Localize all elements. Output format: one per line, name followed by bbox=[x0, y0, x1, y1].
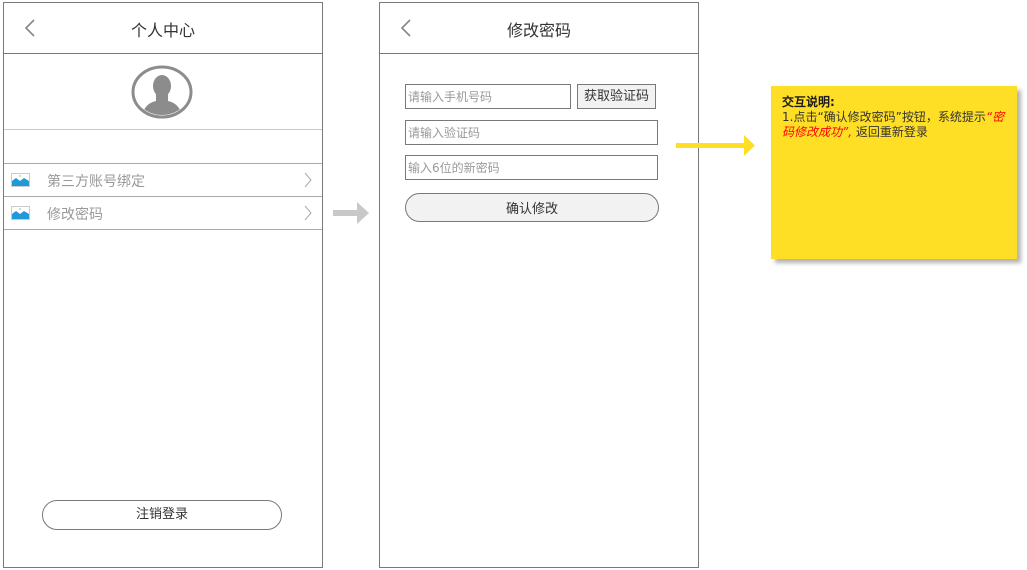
user-avatar-icon[interactable] bbox=[131, 65, 193, 119]
image-icon bbox=[11, 206, 30, 220]
phone-input[interactable] bbox=[405, 84, 571, 109]
divider bbox=[4, 129, 322, 130]
page-title: 个人中心 bbox=[130, 21, 195, 40]
chevron-left-icon[interactable] bbox=[24, 19, 36, 37]
interaction-note: 交互说明: 1.点击“确认修改密码”按钮，系统提示“密码修改成功”, 返回重新登… bbox=[771, 86, 1017, 259]
verification-code-input[interactable] bbox=[405, 120, 658, 145]
note-text-suffix: 返回重新登录 bbox=[852, 125, 928, 139]
page-title: 修改密码 bbox=[506, 21, 571, 40]
arrow-right-icon bbox=[333, 202, 369, 224]
menu-item-label: 第三方账号绑定 bbox=[47, 174, 145, 190]
chevron-right-icon bbox=[304, 172, 312, 188]
logout-button[interactable]: 注销登录 bbox=[42, 500, 282, 530]
note-title: 交互说明: bbox=[782, 95, 835, 109]
note-body: 1.点击“确认修改密码”按钮，系统提示“密码修改成功”, 返回重新登录 bbox=[782, 110, 1006, 140]
divider bbox=[4, 229, 322, 230]
arrow-right-icon bbox=[676, 135, 755, 156]
chevron-right-icon bbox=[304, 205, 312, 221]
new-password-input[interactable] bbox=[405, 155, 658, 180]
header: 个人中心 bbox=[4, 3, 322, 54]
avatar-area bbox=[4, 54, 322, 129]
menu-item-label: 修改密码 bbox=[47, 207, 103, 223]
menu-item-third-party-binding[interactable]: 第三方账号绑定 bbox=[4, 163, 322, 196]
change-password-screen: 修改密码 获取验证码 确认修改 bbox=[379, 2, 699, 568]
header: 修改密码 bbox=[380, 3, 698, 54]
personal-center-screen: 个人中心 第三方账号绑定 修改密码 bbox=[3, 2, 323, 568]
menu-item-change-password[interactable]: 修改密码 bbox=[4, 196, 322, 229]
note-text: 1.点击“确认修改密码”按钮，系统提示 bbox=[782, 110, 986, 124]
get-code-button[interactable]: 获取验证码 bbox=[577, 84, 656, 109]
image-icon bbox=[11, 173, 30, 187]
confirm-change-button[interactable]: 确认修改 bbox=[405, 193, 659, 222]
chevron-left-icon[interactable] bbox=[400, 19, 412, 37]
note-highlight: “密码修改成功”, bbox=[782, 110, 1005, 139]
